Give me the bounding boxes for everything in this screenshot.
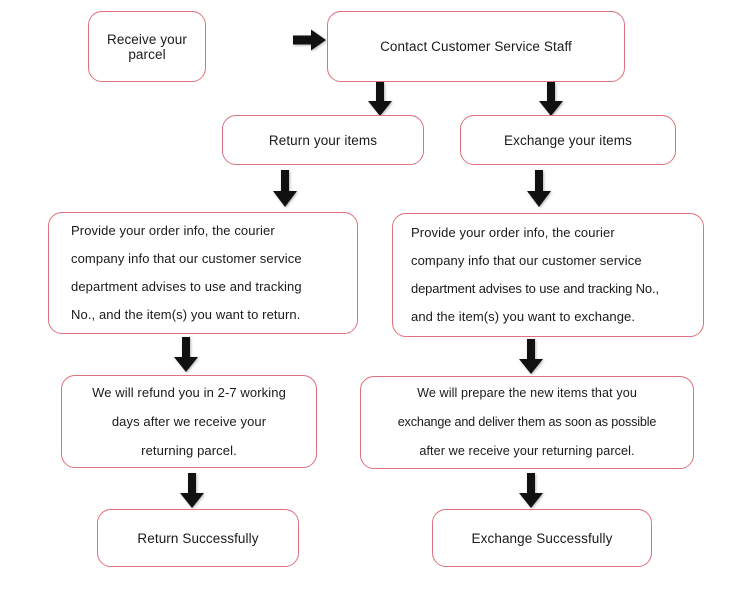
node-return-provide-info[interactable]: Provide your order info, the courier com… xyxy=(48,212,358,334)
arrow-right-icon-receive-to-contact xyxy=(293,28,327,52)
node-label: Return your items xyxy=(268,132,378,148)
node-label: Receive your parcel xyxy=(107,31,187,62)
node-label: Exchange your items xyxy=(504,132,632,148)
node-label: We will refund you in 2-7 working days a… xyxy=(62,378,316,465)
arrow-down-icon-return-to-provide-info xyxy=(272,170,298,208)
arrow-down-icon-provide-info-to-refund xyxy=(173,337,199,373)
node-label: Provide your order info, the courier com… xyxy=(411,219,703,331)
node-label: Return Successfully xyxy=(137,530,259,546)
arrow-down-icon-provide-info-to-prepare xyxy=(518,339,544,375)
node-label: Exchange Successfully xyxy=(471,530,613,546)
node-exchange-your-items[interactable]: Exchange your items xyxy=(460,115,676,165)
node-label: Provide your order info, the courier com… xyxy=(71,217,357,329)
node-label-line: No., and the item(s) you want to return. xyxy=(71,307,301,322)
arrow-down-icon-contact-to-return xyxy=(367,82,393,117)
node-label-line: after we receive your returning parcel. xyxy=(419,444,635,458)
node-contact-customer-service[interactable]: Contact Customer Service Staff xyxy=(327,11,625,82)
node-label-line: department advises to use and tracking N… xyxy=(411,281,659,296)
node-label-line: returning parcel. xyxy=(141,443,237,458)
node-label-line: company info that our customer service xyxy=(71,251,302,266)
node-receive-parcel[interactable]: Receive your parcel xyxy=(88,11,206,82)
node-exchange-provide-info[interactable]: Provide your order info, the courier com… xyxy=(392,213,704,337)
node-label-line: days after we receive your xyxy=(111,414,267,429)
node-label-line: and the item(s) you want to exchange. xyxy=(411,309,636,324)
node-label-line: company info that our customer service xyxy=(411,253,642,268)
node-prepare-new-items[interactable]: We will prepare the new items that you e… xyxy=(360,376,694,469)
node-label-line: We will prepare the new items that you xyxy=(417,386,637,400)
node-label-line: Provide your order info, the courier xyxy=(411,225,615,240)
node-refund-notice[interactable]: We will refund you in 2-7 working days a… xyxy=(61,375,317,468)
node-label-line: department advises to use and tracking xyxy=(71,279,302,294)
node-label-line: We will refund you in 2-7 working xyxy=(92,385,286,400)
node-return-successfully[interactable]: Return Successfully xyxy=(97,509,299,567)
node-return-your-items[interactable]: Return your items xyxy=(222,115,424,165)
node-exchange-successfully[interactable]: Exchange Successfully xyxy=(432,509,652,567)
node-label: We will prepare the new items that you e… xyxy=(361,379,693,466)
node-label-line: Provide your order info, the courier xyxy=(71,223,275,238)
arrow-down-icon-contact-to-exchange xyxy=(538,82,564,117)
node-label-line: exchange and deliver them as soon as pos… xyxy=(397,415,657,429)
arrow-down-icon-refund-to-return-success xyxy=(179,473,205,509)
node-label: Contact Customer Service Staff xyxy=(380,39,572,54)
arrow-down-icon-exchange-to-provide-info xyxy=(526,170,552,208)
arrow-down-icon-prepare-to-exchange-success xyxy=(518,473,544,509)
